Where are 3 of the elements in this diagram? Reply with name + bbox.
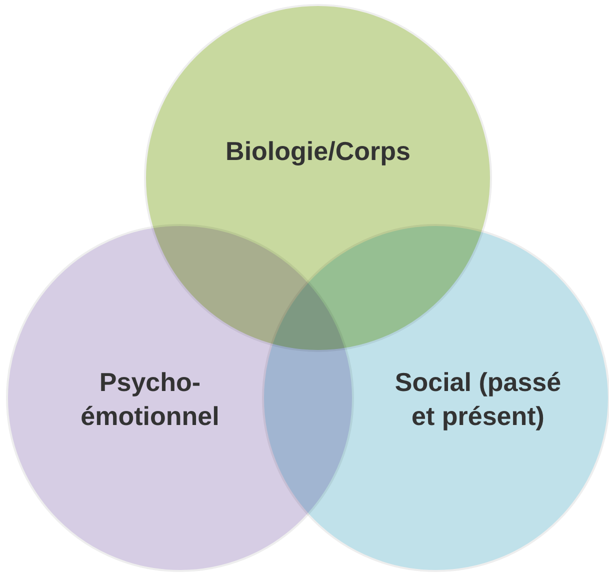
category-label: Biologie/Corps [224,135,412,168]
category-label: Psycho- émotionnel [80,366,220,433]
category-label: Social (passé et présent) [394,366,562,433]
